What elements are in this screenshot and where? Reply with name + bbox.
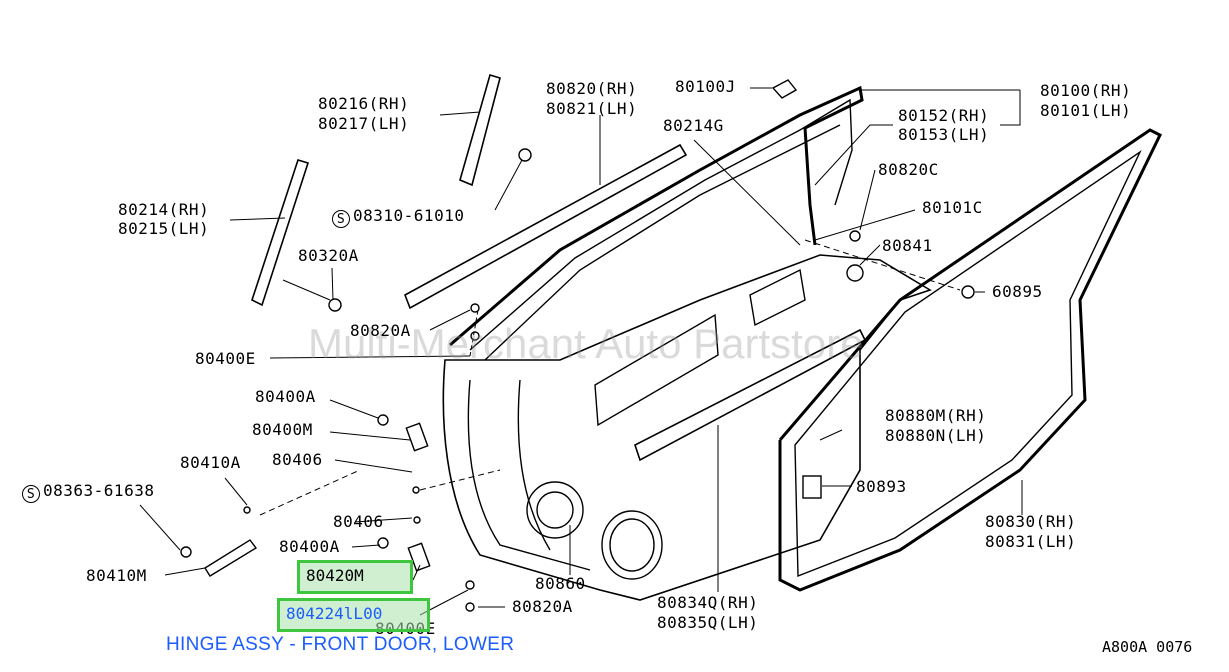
label-80835Q: 80835Q(LH) [657, 613, 759, 632]
rear-channel [459, 74, 501, 187]
label-80820A-top: 80820A [350, 321, 411, 340]
label-80101: 80101(LH) [1040, 101, 1132, 120]
label-80831: 80831(LH) [985, 532, 1077, 551]
part-caption: HINGE ASSY - FRONT DOOR, LOWER [166, 634, 515, 655]
front-channel [251, 159, 310, 307]
label-80410A: 80410A [180, 453, 241, 472]
inner-cutout [594, 313, 719, 427]
weatherstrip [778, 128, 1162, 592]
door-check [204, 539, 258, 577]
watermark: Multi-Merchant Auto Partstore [308, 320, 864, 367]
label-80214G: 80214G [663, 116, 724, 135]
label-80100J: 80100J [675, 77, 736, 96]
label-80410M: 80410M [86, 566, 147, 585]
label-80880N: 80880N(LH) [885, 426, 987, 445]
s-symbol: S [332, 210, 350, 228]
label-80893: 80893 [856, 477, 907, 496]
diagram-reference: A800A 0076 [1102, 638, 1193, 656]
label-80153: 80153(LH) [898, 125, 990, 144]
label-60895: 60895 [992, 282, 1043, 301]
door-sash-frame [449, 85, 864, 347]
label-80820C: 80820C [878, 160, 939, 179]
label-80101C: 80101C [922, 198, 983, 217]
highlight-hinge-part[interactable]: 80420M [297, 560, 413, 594]
label-80820: 80820(RH) [546, 79, 638, 98]
label-80400A-top: 80400A [255, 387, 316, 406]
label-80834Q: 80834Q(RH) [657, 593, 759, 612]
label-80215: 80215(LH) [118, 219, 210, 238]
belt-moulding [404, 143, 688, 310]
label-80893 [802, 475, 822, 499]
lower-hinge [407, 542, 431, 572]
highlight-part-number[interactable]: 804224lL00 [277, 598, 430, 632]
label-80830: 80830(RH) [985, 512, 1077, 531]
s-symbol: S [22, 485, 40, 503]
label-80821: 80821(LH) [546, 99, 638, 118]
label-80406-bot: 80406 [333, 512, 384, 531]
label-80217: 80217(LH) [318, 114, 410, 133]
label-80880M: 80880M(RH) [885, 406, 987, 425]
label-80400E-top: 80400E [195, 349, 256, 368]
upper-hinge [405, 422, 429, 452]
door-panel [442, 254, 932, 601]
label-80406-top: 80406 [272, 450, 323, 469]
clip-80100J [771, 79, 798, 99]
label-80820A-bot: 80820A [512, 597, 573, 616]
speaker-opening [526, 481, 584, 539]
label-80400A-bot: 80400A [279, 537, 340, 556]
label-80100: 80100(RH) [1040, 81, 1132, 100]
label-80841: 80841 [882, 236, 933, 255]
label-80400M: 80400M [252, 420, 313, 439]
label-80860: 80860 [535, 574, 586, 593]
label-80216: 80216(RH) [318, 94, 410, 113]
label-80214: 80214(RH) [118, 200, 210, 219]
label-80152: 80152(RH) [898, 106, 990, 125]
label-80320A: 80320A [298, 246, 359, 265]
